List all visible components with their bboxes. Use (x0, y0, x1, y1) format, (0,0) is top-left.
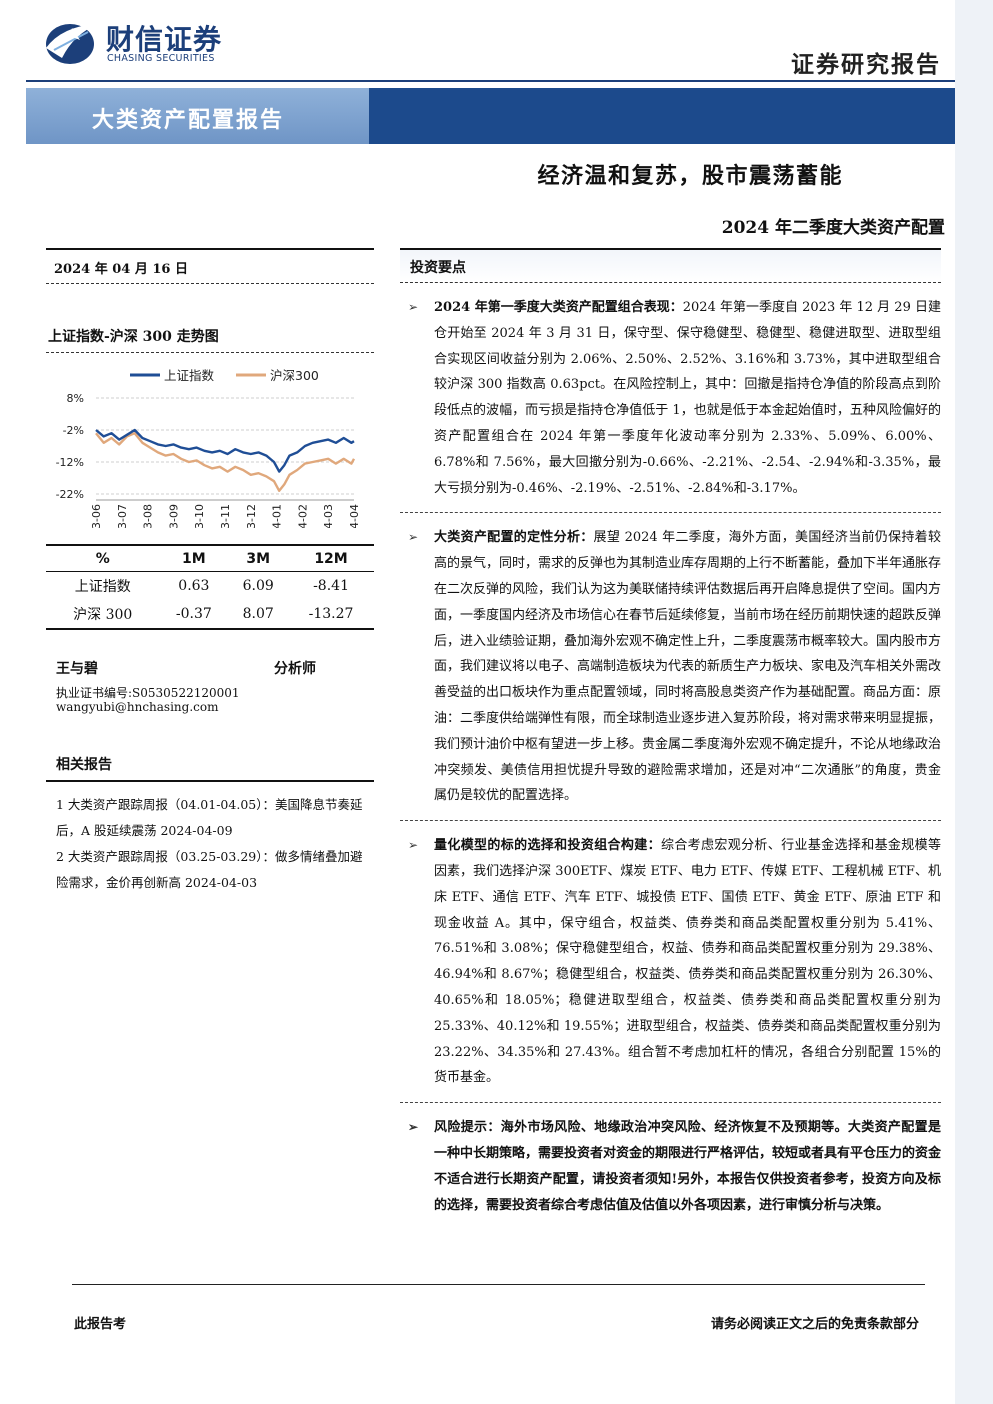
divider (400, 512, 941, 514)
chasing-logo-icon (46, 24, 98, 64)
x-tick-label: 2023-12 (245, 504, 258, 528)
x-tick-label: 2023-07 (116, 504, 129, 528)
footer-divider (72, 1284, 925, 1285)
report-type-label: 证券研究报告 (791, 51, 941, 78)
table-cell: -0.37 (175, 606, 212, 622)
related-report-item[interactable]: 2 大类资产跟踪周报（03.25-03.29）：做多情绪叠加避险需求，金价再创新… (56, 849, 363, 890)
divider (46, 352, 374, 353)
banner-left-panel: 大类资产配置报告 (26, 88, 369, 144)
divider (400, 1102, 941, 1104)
related-reports-title: 相关报告 (56, 757, 112, 773)
table-header-cell: 1M (182, 551, 206, 567)
y-tick-label: -2% (63, 424, 84, 437)
key-point-text: 综合考虑宏观分析、行业基金选择和基金规模等因素，我们选择沪深 300ETF、煤炭… (434, 838, 941, 1086)
key-points-title: 投资要点 (400, 250, 941, 282)
page-title: 经济温和复苏，股市震荡蓄能 (537, 163, 843, 189)
x-tick-label: 2023-10 (193, 504, 206, 528)
side-strip (955, 0, 993, 1404)
table-header-row: % 1M 3M 12M (46, 545, 374, 572)
related-report-item[interactable]: 1 大类资产跟踪周报（04.01-04.05）：美国降息节奏延后，A 股延续震荡… (56, 797, 363, 838)
table-row: 沪深 300 -0.37 8.07 -13.27 (46, 600, 374, 629)
key-point-item: ➢ 2024 年第一季度大类资产配置组合表现：2024 年第一季度自 2023 … (400, 295, 941, 501)
table-header-cell: % (95, 551, 110, 567)
disclaimer-note: 请务必阅读正文之后的免责条款部分 (710, 1317, 919, 1332)
key-point-lead: 风险提示： (434, 1120, 501, 1136)
risk-warning-item: ➢ 风险提示：海外市场风险、地缘政治冲突风险、经济恢复不及预期等。大类资产配置是… (400, 1115, 941, 1218)
table-cell: 8.07 (242, 606, 274, 622)
analyst-block: 王与碧 分析师 执业证书编号:S0530522120001 wangyubi@h… (46, 658, 374, 738)
y-tick-label: -22% (56, 488, 84, 501)
chart-series (95, 428, 356, 492)
series-line-csi300 (95, 432, 356, 492)
left-sidebar: 2024 年 04 月 16 日 上证指数-沪深 300 走势图 上证指数 沪深… (46, 248, 374, 896)
arrow-bullet-icon: ➢ (408, 530, 419, 545)
performance-table: % 1M 3M 12M 上证指数 0.63 6.09 -8.41 沪深 300 … (46, 544, 374, 630)
x-tick-label: 2024-02 (296, 504, 309, 528)
legend-label-csi300: 沪深300 (270, 368, 319, 383)
chart-legend: 上证指数 沪深300 (130, 368, 319, 383)
divider (46, 283, 374, 284)
report-date: 2024 年 04 月 16 日 (54, 262, 188, 277)
chart-grid (96, 397, 354, 501)
key-points-section: 投资要点 ➢ 2024 年第一季度大类资产配置组合表现：2024 年第一季度自 … (400, 248, 941, 1218)
table-cell: 0.63 (178, 578, 210, 594)
brand-name-en: CHASING SECURITIES (107, 53, 215, 64)
key-point-lead: 大类资产配置的定性分析： (434, 530, 594, 546)
y-tick-label: 8% (67, 392, 84, 405)
divider (400, 820, 941, 822)
arrow-bullet-icon: ➢ (408, 1120, 419, 1135)
divider (46, 248, 374, 250)
divider (400, 282, 941, 283)
chart-y-ticks: 8% -2% -12% -22% (56, 392, 84, 501)
key-point-text: 海外市场风险、地缘政治冲突风险、经济恢复不及预期等。大类资产配置是一种中长期策略… (434, 1120, 942, 1213)
key-point-text: 2024 年第一季度自 2023 年 12 月 29 日建仓开始至 2024 年… (434, 300, 941, 496)
table-cell: -13.27 (308, 606, 354, 622)
x-tick-label: 2023-06 (90, 504, 103, 528)
footer-left-text: 此报告考 (74, 1317, 127, 1332)
chart-x-ticks: 2023-06 2023-07 2023-08 2023-09 2023-10 2023-… (90, 504, 361, 528)
x-tick-label: 2024-03 (322, 504, 335, 528)
brand-name-cn: 财信证券 (106, 23, 223, 56)
page-subtitle: 2024 年二季度大类资产配置 (721, 218, 945, 238)
category-banner: 大类资产配置报告 (26, 88, 955, 144)
series-line-sse (95, 428, 355, 473)
arrow-bullet-icon: ➢ (408, 838, 419, 853)
x-tick-label: 2023-11 (219, 504, 232, 528)
table-cell: 上证指数 (74, 579, 131, 595)
divider (46, 780, 374, 782)
key-point-text: 展望 2024 年二季度，海外方面，美国经济当前仍保持着较高的景气，同时，需求的… (434, 530, 942, 804)
key-point-item: ➢ 大类资产配置的定性分析：展望 2024 年二季度，海外方面，美国经济当前仍保… (400, 525, 941, 809)
analyst-cert-number: 执业证书编号:S0530522120001 (56, 686, 240, 700)
x-tick-label: 2023-08 (142, 504, 155, 528)
banner-right-panel (369, 88, 955, 144)
analyst-email[interactable]: wangyubi@hnchasing.com (56, 700, 219, 714)
divider (400, 248, 941, 250)
key-point-item: ➢ 量化模型的标的选择和投资组合构建：综合考虑宏观分析、行业基金选择和基金规模等… (400, 833, 941, 1091)
arrow-bullet-icon: ➢ (408, 300, 419, 314)
key-point-lead: 2024 年第一季度大类资产配置组合表现： (434, 300, 683, 315)
analyst-name: 王与碧 (56, 661, 98, 677)
y-tick-label: -12% (56, 456, 84, 469)
x-tick-label: 2024-01 (271, 504, 284, 528)
key-point-lead: 量化模型的标的选择和投资组合构建： (434, 838, 661, 854)
table-cell: -8.41 (313, 578, 349, 594)
table-header-cell: 12M (314, 551, 348, 567)
table-cell: 6.09 (242, 578, 274, 594)
header-divider (26, 80, 955, 82)
banner-text: 大类资产配置报告 (92, 107, 285, 133)
chart-title: 上证指数-沪深 300 走势图 (48, 329, 219, 345)
related-reports-list: 1 大类资产跟踪周报（04.01-04.05）：美国降息节奏延后，A 股延续震荡… (46, 782, 374, 896)
legend-label-sse: 上证指数 (164, 368, 215, 383)
x-tick-label: 2023-09 (167, 504, 180, 528)
table-header-cell: 3M (246, 551, 271, 567)
table-cell: 沪深 300 (73, 607, 133, 623)
table-row: 上证指数 0.63 6.09 -8.41 (46, 572, 374, 601)
analyst-title: 分析师 (274, 661, 316, 677)
x-tick-label: 2024-04 (348, 504, 361, 528)
